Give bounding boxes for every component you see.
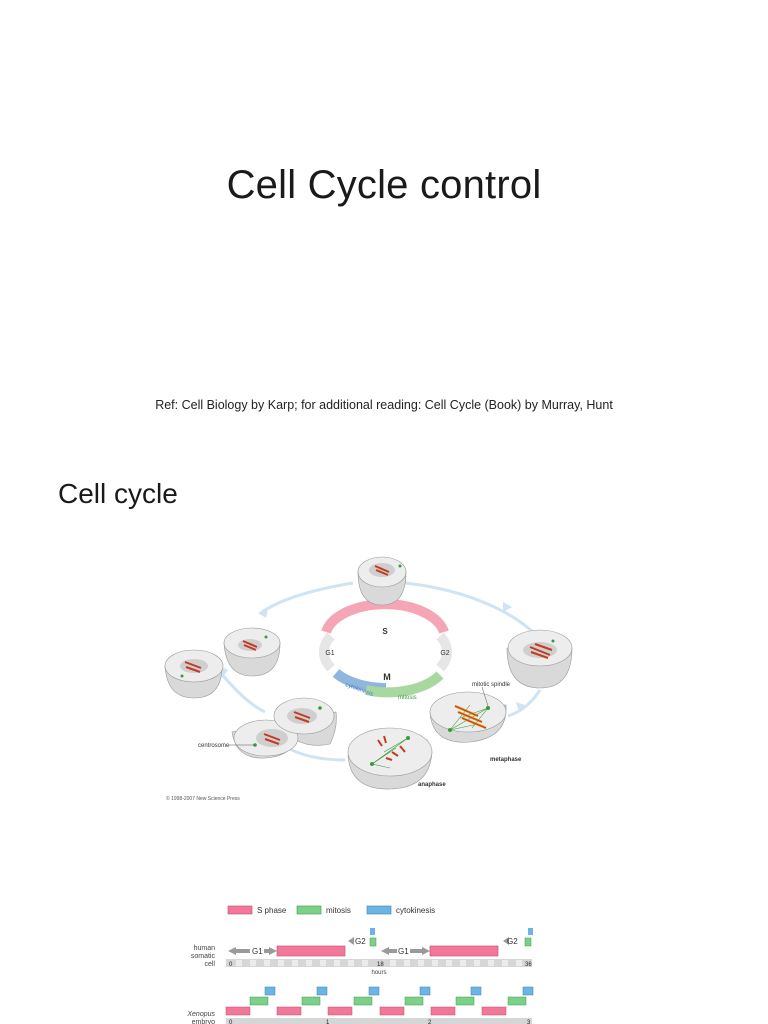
arrow-head-top-right xyxy=(503,602,512,612)
label-anaphase: anaphase xyxy=(418,782,446,788)
ring-label-s: S xyxy=(382,627,388,636)
legend-s-phase: S phase xyxy=(257,906,287,915)
xenopus-tick-2: 2 xyxy=(428,1020,432,1024)
ring-label-m: M xyxy=(383,672,391,682)
ring-label-mitosis: mitosis xyxy=(398,695,417,701)
ring-label-g2: G2 xyxy=(440,650,449,657)
cell-anaphase xyxy=(347,727,433,790)
human-g1-label: G1 xyxy=(252,947,263,956)
ring-label-g1: G1 xyxy=(325,650,334,657)
human-row: human somatic cell G1 G2 G1 G2 xyxy=(191,928,533,976)
cell-g1-upper xyxy=(223,627,281,677)
label-mitotic-spindle: mitotic spindle xyxy=(472,682,511,688)
xenopus-row: Xenopus embryo 0 1 2 3 xyxy=(186,986,534,1024)
cell-cycle-timeline: S phase mitosis cytokinesis human somati… xyxy=(186,905,534,1024)
timeline-legend: S phase mitosis cytokinesis xyxy=(227,905,435,915)
arrow-head-right xyxy=(516,702,525,712)
xenopus-tick-1: 1 xyxy=(326,1020,330,1024)
slide-title: Cell Cycle control xyxy=(226,163,542,207)
human-label-1: human xyxy=(194,945,216,952)
cell-top xyxy=(357,556,407,606)
xenopus-tick-0: 0 xyxy=(229,1020,233,1024)
arrow-head-top-left xyxy=(258,608,268,618)
human-axis-label: hours xyxy=(371,970,386,976)
legend-mitosis: mitosis xyxy=(326,906,351,915)
label-metaphase: metaphase xyxy=(490,757,522,763)
copyright-text: © 1998-2007 New Science Press xyxy=(166,795,240,802)
human-label-2: somatic xyxy=(191,953,216,960)
human-tick-18: 18 xyxy=(377,962,384,968)
human-tick-36: 36 xyxy=(525,962,532,968)
cell-right xyxy=(506,629,573,689)
human-label-3: cell xyxy=(204,961,215,968)
cell-metaphase xyxy=(429,691,507,743)
section-title: Cell cycle xyxy=(58,478,178,509)
human-g2-label-1: G2 xyxy=(355,937,366,946)
human-g1-label-2: G1 xyxy=(398,947,409,956)
human-g2-label-2: G2 xyxy=(507,937,518,946)
cell-g1-lower xyxy=(164,649,224,699)
xenopus-label-2: embryo xyxy=(192,1019,215,1024)
cell-dividing xyxy=(231,697,337,759)
cell-cycle-diagram: S G1 G2 M cytokinesis mitosis mitotic sp… xyxy=(164,556,573,802)
xenopus-label-1: Xenopus xyxy=(186,1011,215,1018)
human-tick-0: 0 xyxy=(229,962,233,968)
label-centrosome: centrosome xyxy=(198,743,230,749)
reference-text: Ref: Cell Biology by Karp; for additiona… xyxy=(155,398,613,412)
xenopus-tick-3: 3 xyxy=(527,1020,531,1024)
legend-cytokinesis: cytokinesis xyxy=(396,906,435,915)
